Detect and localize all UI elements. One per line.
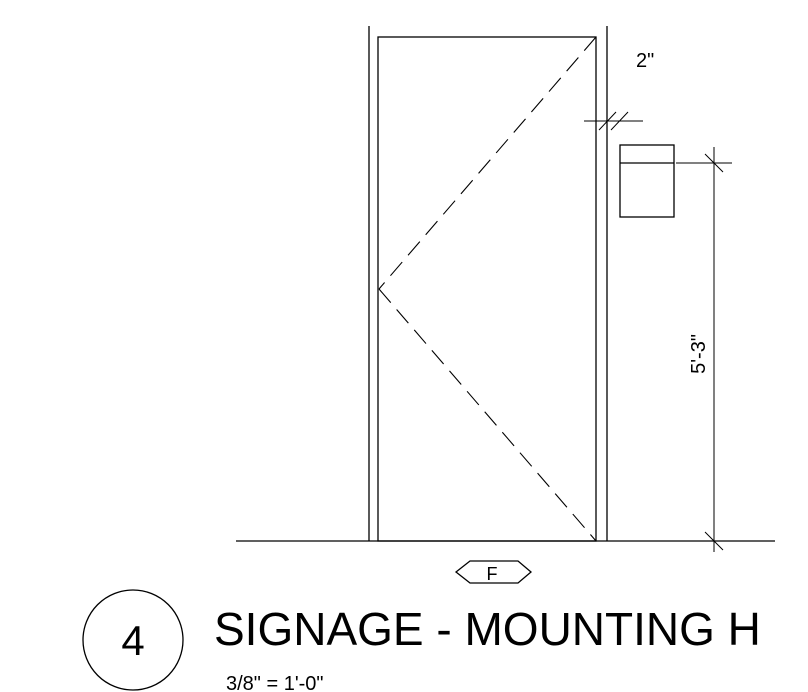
door-tag-text: F xyxy=(487,564,498,584)
height-dimension-text: 5'-3" xyxy=(688,334,710,374)
detail-scale: 3/8" = 1'-0" xyxy=(226,673,324,692)
door-tag-hexagon xyxy=(454,560,533,584)
height-tick-top xyxy=(704,153,724,173)
door-swing-line-upper xyxy=(378,36,597,290)
door-swing-line-lower xyxy=(378,288,597,542)
offset-dimension-text: 2" xyxy=(636,50,654,72)
detail-title: SIGNAGE - MOUNTING H xyxy=(214,603,761,655)
detail-number-text: 4 xyxy=(121,617,144,664)
height-tick-bottom xyxy=(704,531,724,551)
door-leaf xyxy=(377,36,597,542)
offset-tick-right xyxy=(610,111,629,131)
sign-panel xyxy=(619,144,675,218)
detail-number-circle xyxy=(82,589,184,691)
offset-tick-left xyxy=(598,111,617,131)
